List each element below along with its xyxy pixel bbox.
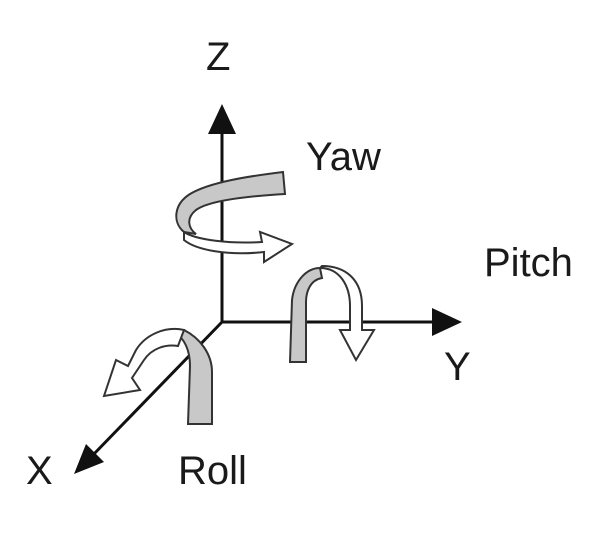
roll-rotation-icon bbox=[102, 328, 213, 425]
y-arrowhead-icon bbox=[432, 308, 462, 336]
y-axis bbox=[222, 308, 462, 336]
z-axis-label: Z bbox=[206, 35, 230, 79]
x-arrowhead-icon bbox=[74, 444, 104, 474]
z-axis bbox=[208, 104, 236, 322]
yaw-label: Yaw bbox=[306, 135, 381, 179]
pitch-label: Pitch bbox=[484, 241, 573, 285]
y-axis-label: Y bbox=[444, 345, 471, 389]
x-axis-label: X bbox=[26, 449, 53, 493]
pitch-rotation-icon bbox=[288, 264, 376, 363]
z-arrowhead-icon bbox=[208, 104, 236, 134]
roll-label: Roll bbox=[178, 449, 247, 493]
yaw-rotation-icon bbox=[175, 170, 295, 264]
